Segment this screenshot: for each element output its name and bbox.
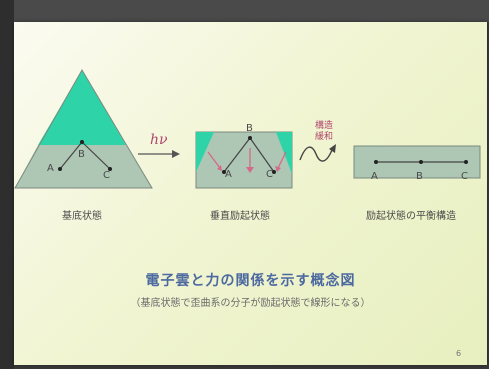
vertical-atom-c: C	[266, 169, 273, 180]
relaxation-arrow	[299, 144, 336, 162]
caption-ground-state: 基底状態	[62, 211, 102, 222]
atom-c-dot	[108, 167, 112, 171]
vertical-atom-b: B	[246, 123, 253, 134]
ground-atom-b: B	[78, 149, 85, 160]
pyramid-outline	[14, 69, 153, 189]
excited-rectangle	[195, 131, 293, 189]
atom-b-dot	[80, 140, 84, 144]
vertical-atom-a: A	[225, 169, 232, 180]
force-arrow-a	[207, 151, 221, 169]
relax-label-line2: 緩和	[315, 132, 334, 142]
relax-label-line1: 構造	[315, 121, 334, 131]
ground-state-figure	[14, 69, 153, 189]
page-number: 6	[456, 349, 462, 358]
equilibrium-figure	[353, 145, 481, 179]
photo-background-top	[0, 0, 489, 22]
equilibrium-atom-a: A	[371, 171, 378, 182]
slide-title: 電子雲と力の関係を示す概念図	[145, 273, 356, 289]
ground-atom-a: A	[47, 163, 54, 174]
vertical-excited-figure	[195, 131, 293, 189]
bond-b-c	[81, 141, 111, 170]
atom-a-dot	[58, 167, 62, 171]
cloud-right	[276, 132, 292, 174]
concept-diagram	[14, 69, 481, 189]
photo-background-left	[0, 0, 14, 369]
equilibrium-atom-c: C	[461, 171, 468, 182]
equilibrium-atom-b: B	[416, 171, 423, 182]
force-arrow-c	[277, 151, 287, 169]
ground-atom-c: C	[103, 170, 110, 181]
hv-label: hν	[150, 132, 168, 148]
presentation-slide: hν 構造 緩和 A B C A B C A B C 基底状態 垂直励起状態 励…	[14, 22, 487, 365]
excitation-arrow	[138, 150, 180, 158]
cloud-left	[196, 132, 214, 172]
caption-equilibrium: 励起状態の平衡構造	[366, 211, 456, 222]
caption-vertical-excited: 垂直励起状態	[210, 211, 270, 222]
slide-subtitle: （基底状態で歪曲系の分子が励起状態で線形になる）	[130, 298, 371, 309]
electron-cloud-top	[38, 70, 126, 145]
ground-state-trapezoid	[15, 145, 152, 188]
bond-a-b	[59, 141, 83, 170]
